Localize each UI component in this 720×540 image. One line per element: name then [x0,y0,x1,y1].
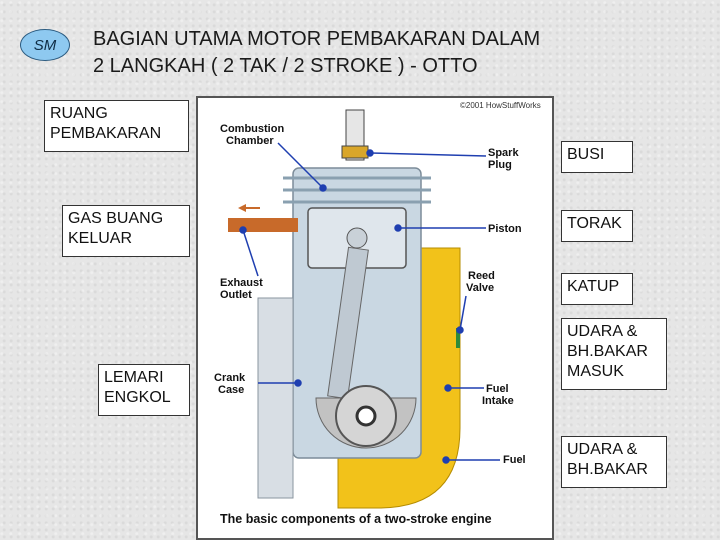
exhaust-label-1: Exhaust [220,277,263,289]
callout-lemari-line-1: LEMARI [104,369,164,386]
callout-katup-text: KATUP [567,278,620,295]
exhaust-label-2: Outlet [220,289,252,301]
spark-label-2: Plug [488,159,512,171]
callout-udara-masuk-line-3: MASUK [567,363,624,380]
callout-ruang-pembakaran: RUANG PEMBAKARAN [44,100,189,152]
cooling-fins [283,176,431,204]
callout-udara-line-2: BH.BAKAR [567,461,648,478]
title-line-2: 2 LANGKAH ( 2 TAK / 2 STROKE ) - OTTO [93,55,478,77]
crank-label-1: Crank [214,372,246,384]
callout-gas-buang: GAS BUANG KELUAR [62,205,190,257]
reed-label-2: Valve [466,282,494,294]
callout-udara-masuk-line-1: UDARA & [567,323,638,340]
engine-diagram: ©2001 HowStuffWorks Combustion Chamber S… [196,96,554,540]
callout-udara-masuk-line-2: BH.BAKAR [567,343,648,360]
callout-torak: TORAK [561,210,633,242]
callout-busi: BUSI [561,141,633,173]
copyright-text: ©2001 HowStuffWorks [460,101,541,110]
figure-caption: The basic components of a two-stroke eng… [220,512,492,526]
callout-lemari-line-2: ENGKOL [104,389,171,406]
crankcase-shell [257,297,294,499]
callout-ruang-line-2: PEMBAKARAN [50,125,162,142]
callout-udara-bahan-bakar: UDARA & BH.BAKAR [561,436,667,488]
callout-gas-line-1: GAS BUANG [68,210,164,227]
fuelintake-label-1: Fuel [486,383,509,395]
fuelintake-label-2: Intake [482,395,514,407]
callout-torak-text: TORAK [567,215,622,232]
combustion-label-2: Chamber [226,135,274,147]
callout-udara-line-1: UDARA & [567,441,638,458]
callout-ruang-line-1: RUANG [50,105,108,122]
combustion-label-1: Combustion [220,123,284,135]
fuel-label: Fuel [503,454,526,466]
exhaust-pipe [228,218,298,232]
pointer-lines [239,142,500,464]
callout-busi-text: BUSI [567,146,605,163]
logo-text: SM [33,36,57,54]
spark-label-1: Spark [488,147,519,159]
connecting-rod [327,246,369,400]
title-line-1: BAGIAN UTAMA MOTOR PEMBAKARAN DALAM [93,28,541,50]
callout-gas-line-2: KELUAR [68,230,133,247]
callout-lemari-engkol: LEMARI ENGKOL [98,364,190,416]
engine-illustration: ©2001 HowStuffWorks Combustion Chamber S… [214,101,541,526]
crank-label-2: Case [218,384,244,396]
sm-logo: SM [20,29,70,61]
callout-katup: KATUP [561,273,633,305]
slide-title: BAGIAN UTAMA MOTOR PEMBAKARAN DALAM 2 LA… [93,26,703,80]
callout-udara-masuk: UDARA & BH.BAKAR MASUK [561,318,667,390]
reed-label-1: Reed [468,270,495,282]
piston-label: Piston [488,223,522,235]
